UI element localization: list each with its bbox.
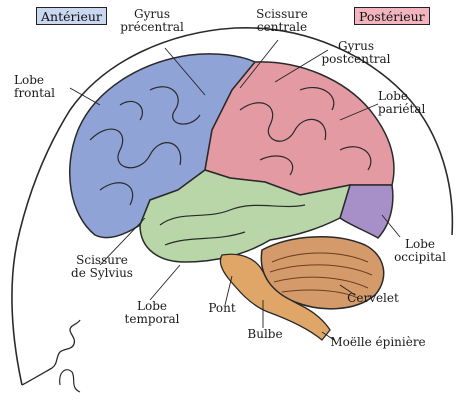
leader-lobe-temporal <box>150 265 180 300</box>
face-profile <box>22 320 80 385</box>
anterieur-box: Antérieur <box>36 7 107 25</box>
label-moelle-epiniere: Moëlle épinière <box>318 336 438 349</box>
label-scissure-centrale: Scissure centrale <box>244 8 320 34</box>
label-lobe-frontal: Lobe frontal <box>14 74 74 100</box>
label-gyrus-precentral: Gyrus précentral <box>112 8 192 34</box>
neck-line <box>60 370 80 392</box>
label-cervelet: Cervelet <box>338 292 408 305</box>
label-pont: Pont <box>202 302 242 315</box>
label-bulbe: Bulbe <box>242 328 288 341</box>
label-lobe-parietal: Lobe pariétal <box>378 90 444 116</box>
label-scissure-sylvius: Scissure de Sylvius <box>62 254 142 280</box>
label-lobe-occipital: Lobe occipital <box>388 238 452 264</box>
posterieur-box: Postérieur <box>354 7 430 25</box>
label-lobe-temporal: Lobe temporal <box>120 300 184 326</box>
label-gyrus-postcentral: Gyrus postcentral <box>314 40 398 66</box>
